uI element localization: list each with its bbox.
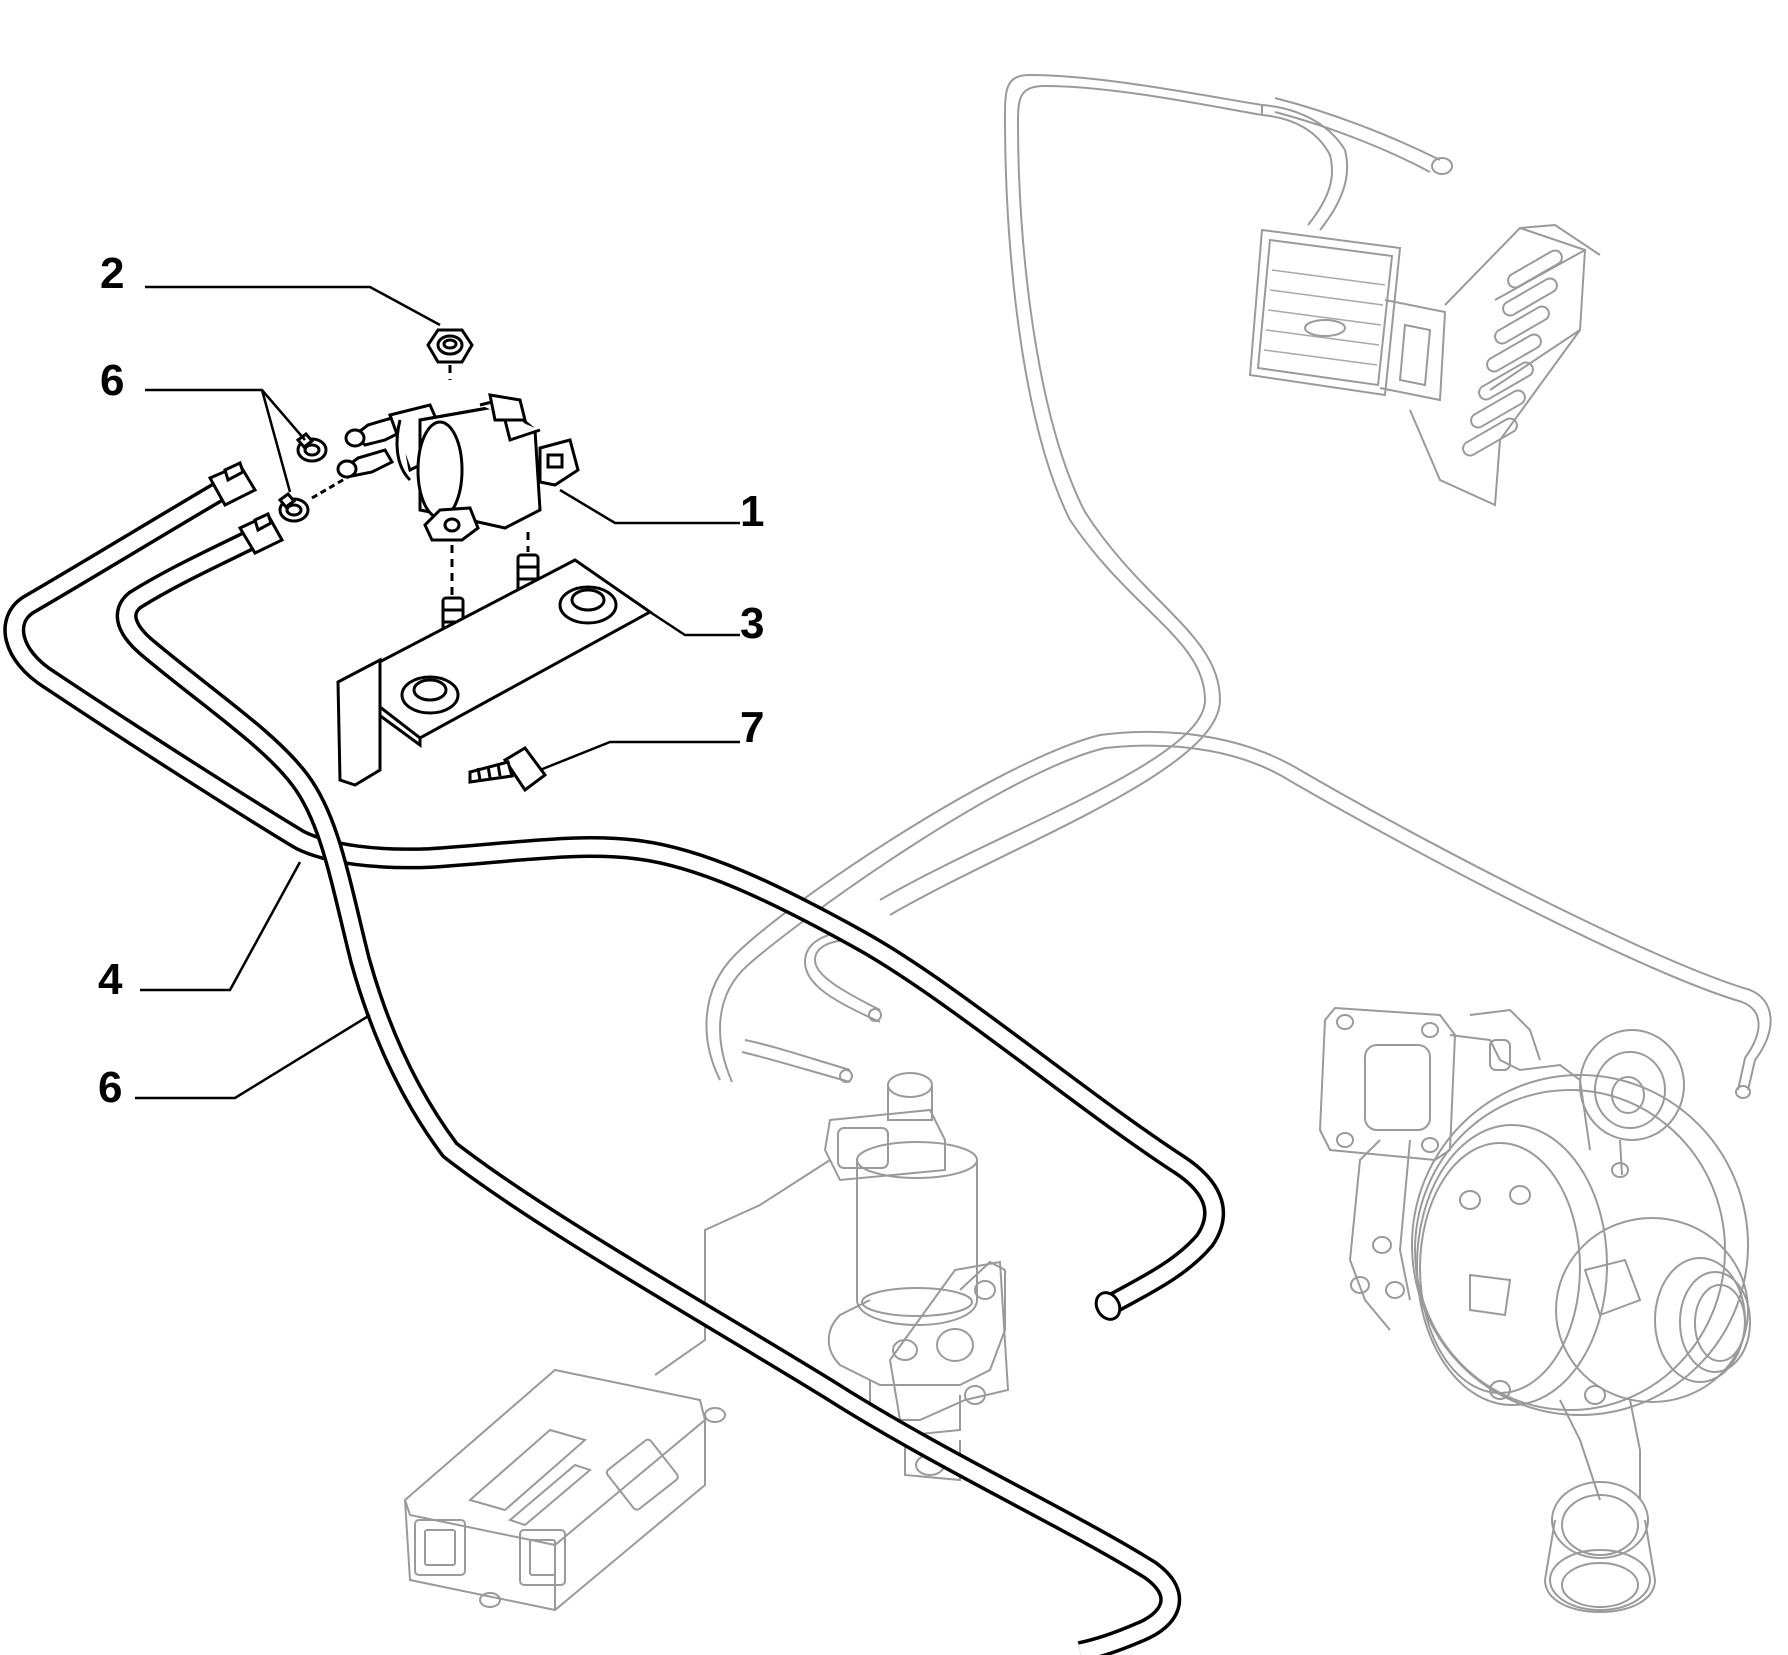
callout-7: 7: [740, 703, 764, 752]
callout-6-lower: 6: [98, 1063, 122, 1112]
leader-lines: [135, 285, 740, 1100]
callout-6: 6: [100, 356, 124, 405]
screw-part-7: [468, 746, 548, 793]
ghost-ecu-wire: [654, 1159, 831, 1376]
ghost-turbo-hoses: [705, 730, 1772, 1099]
callout-labels: 2 6 1 3 7 4 6: [98, 249, 764, 1112]
hose-part-6: [115, 511, 1182, 1655]
ghost-ecu: [403, 1368, 726, 1612]
leader-6b: [135, 1013, 371, 1100]
ghost-air-vent: [1248, 223, 1601, 507]
ghost-long-hose: [879, 73, 1453, 916]
solenoid-valve-part-1: [336, 393, 580, 542]
leader-2: [145, 285, 441, 327]
callout-1: 1: [740, 487, 764, 536]
callout-2: 2: [100, 249, 124, 298]
hose-clamps-part-6: [277, 431, 361, 523]
ghost-vent-slots: [1462, 249, 1563, 457]
ghost-turbocharger: [1318, 1006, 1751, 1614]
ghost-egr-valve: [823, 1072, 1010, 1482]
leader-3: [649, 610, 740, 637]
bracket-part-3: [336, 558, 653, 787]
nut-part-2: [426, 328, 474, 380]
leader-4: [140, 861, 302, 992]
background-context: [403, 73, 1772, 1614]
leader-6a: [145, 388, 306, 493]
leader-7: [539, 740, 740, 772]
callout-4: 4: [98, 955, 123, 1004]
leader-1: [559, 488, 740, 525]
hose-part-4: [3, 460, 1225, 1321]
callout-3: 3: [740, 599, 764, 648]
